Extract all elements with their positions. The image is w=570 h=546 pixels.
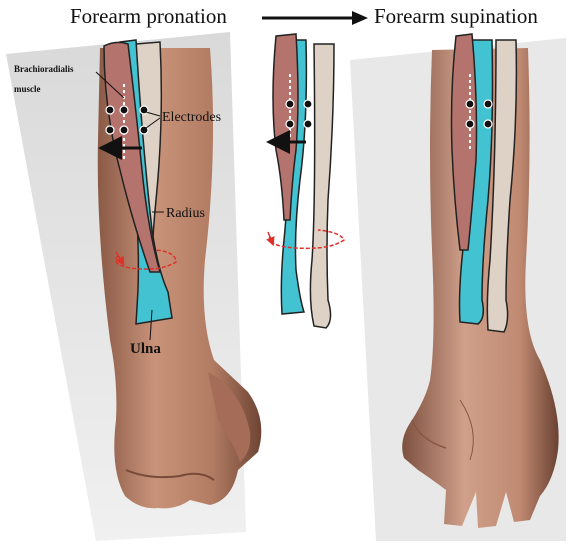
middle-bones xyxy=(268,34,344,328)
label-brachioradialis-muscle: muscle xyxy=(14,84,41,95)
label-radius: Radius xyxy=(166,206,205,222)
title-supination: Forearm supination xyxy=(374,4,538,29)
label-brachioradialis: Brachioradialis xyxy=(14,64,74,75)
label-electrodes: Electrodes xyxy=(162,110,221,126)
label-ulna: Ulna xyxy=(130,341,161,358)
title-pronation: Forearm pronation xyxy=(70,4,227,29)
right-arrow-icon xyxy=(262,11,368,25)
